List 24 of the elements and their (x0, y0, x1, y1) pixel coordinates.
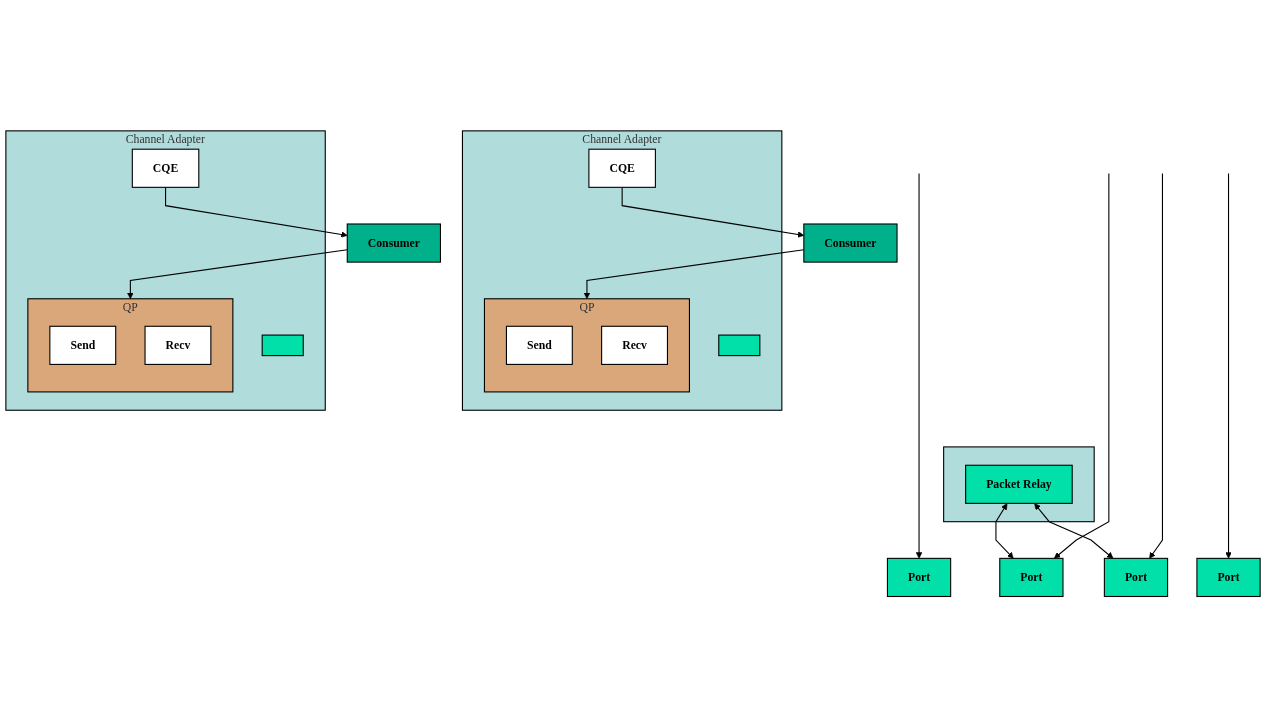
node-box (718, 334, 761, 357)
arrow (1034, 503, 1114, 559)
node-box: Recv (601, 326, 668, 366)
arrow (1225, 173, 1232, 559)
node-box (261, 334, 304, 357)
cluster (943, 446, 1095, 523)
node-box: Port (886, 558, 952, 598)
node-box: Send (49, 326, 117, 366)
node-box: Port (1103, 558, 1169, 598)
node-box: Packet Relay (965, 465, 1073, 505)
node-box: Port (999, 558, 1064, 598)
arrow (995, 503, 1014, 559)
node-box: Consumer (346, 223, 441, 263)
node-box: Port (1196, 558, 1261, 598)
node-box: Recv (144, 326, 212, 366)
node-box: CQE (588, 148, 656, 189)
node-box: Consumer (803, 223, 898, 263)
arrow (1149, 173, 1163, 559)
node-box: Send (505, 326, 573, 366)
arrow (165, 187, 348, 238)
arrow (1054, 173, 1110, 559)
arrow (915, 173, 923, 559)
node-box: CQE (131, 148, 200, 189)
arrow (127, 249, 348, 300)
